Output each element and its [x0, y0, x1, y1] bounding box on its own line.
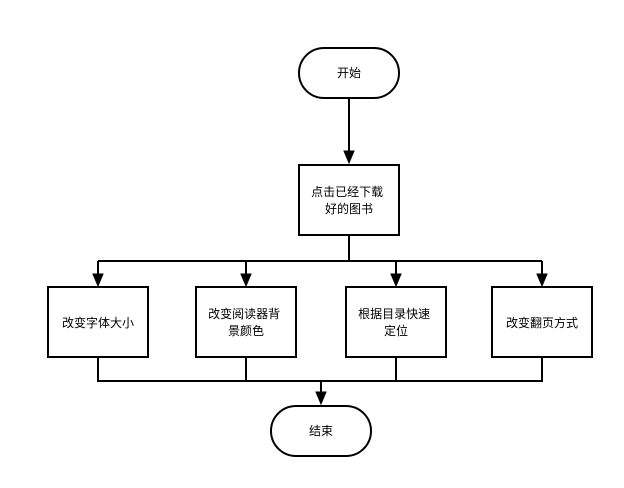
node-background-color: 改变阅读器背 景颜色	[195, 286, 297, 358]
node-open-book-label-line-1: 点击已经下载	[311, 185, 383, 199]
node-page-turn-label: 改变翻页方式	[506, 315, 578, 330]
arrowhead-font	[92, 273, 104, 288]
node-page-turn-shape	[491, 286, 593, 358]
node-background-color-label: 改变阅读器背 景颜色	[208, 306, 284, 338]
nodes: 开始 点击已经下载 好的图书 改变字体大小 改变阅读器背 景颜色	[47, 47, 593, 457]
edge-font-end	[97, 357, 321, 382]
node-open-book: 点击已经下载 好的图书	[298, 164, 400, 236]
node-end-label: 结束	[309, 424, 333, 438]
arrowhead-end	[315, 391, 327, 406]
arrowhead-bg	[240, 273, 252, 288]
node-end: 结束	[270, 405, 372, 457]
node-end-shape	[270, 405, 372, 457]
node-background-color-label-line-2: 景颜色	[228, 323, 264, 338]
node-toc-locate-label-line-1: 根据目录快速	[358, 307, 430, 321]
node-start-shape	[298, 47, 400, 99]
arrowhead-open	[343, 150, 355, 165]
node-open-book-label: 点击已经下载 好的图书	[311, 185, 387, 216]
node-background-color-shape	[195, 286, 297, 358]
arrowhead-flip	[536, 273, 548, 288]
node-page-turn: 改变翻页方式	[491, 286, 593, 358]
node-font-size-label: 改变字体大小	[62, 315, 134, 330]
node-toc-locate: 根据目录快速 定位	[345, 286, 447, 358]
edges	[92, 98, 548, 406]
node-start-label: 开始	[337, 66, 361, 80]
arrowhead-toc	[390, 273, 402, 288]
node-font-size: 改变字体大小	[47, 286, 149, 358]
node-toc-locate-shape	[345, 286, 447, 358]
node-toc-locate-label-line-2: 定位	[384, 323, 408, 338]
node-toc-locate-label: 根据目录快速 定位	[358, 307, 434, 338]
node-background-color-label-line-1: 改变阅读器背	[208, 306, 280, 321]
node-open-book-label-line-2: 好的图书	[325, 201, 373, 216]
node-start: 开始	[298, 47, 400, 99]
node-font-size-shape	[47, 286, 149, 358]
edge-flip-end	[321, 357, 543, 382]
node-open-book-shape	[298, 164, 400, 236]
